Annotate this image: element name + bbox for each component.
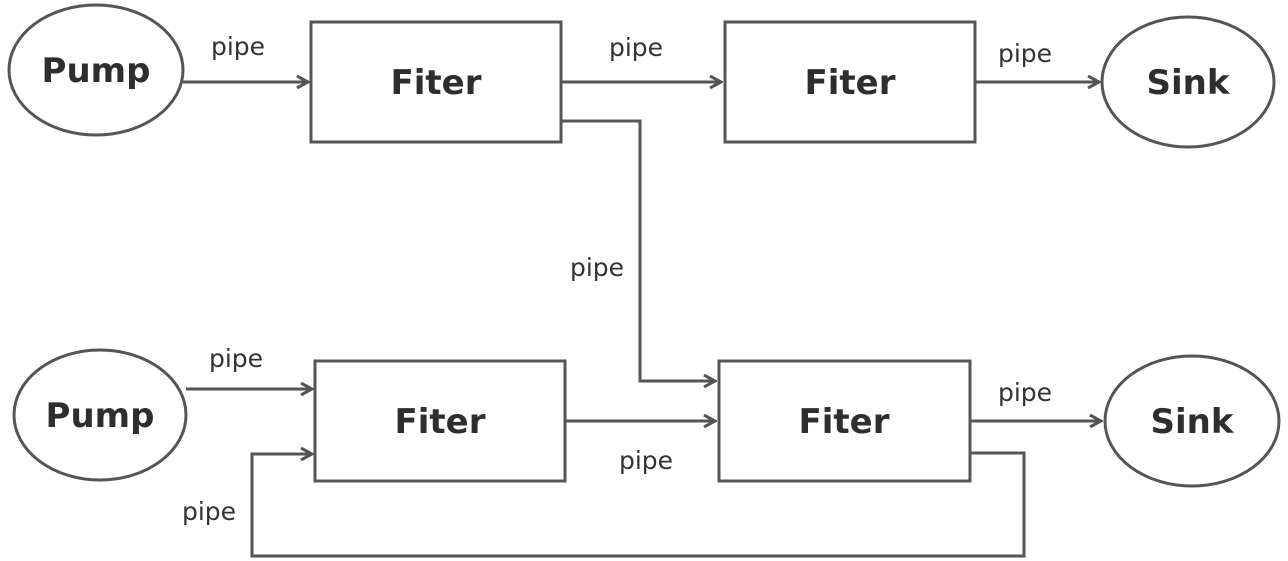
edge-label-pump-bottom-to-filter-bottom-1: pipe [209, 344, 263, 373]
edge-label-filter-bottom-2-loop-to-filter-bottom-1: pipe [182, 497, 236, 526]
node-filter-bottom-1: Fiter [313, 359, 567, 483]
node-label-sink-top: Sink [1147, 63, 1231, 103]
node-label-pump-bottom: Pump [46, 396, 155, 436]
node-label-filter-top-2: Fiter [805, 63, 896, 103]
node-filter-top-2: Fiter [723, 20, 977, 144]
node-label-sink-bottom: Sink [1151, 402, 1235, 442]
edge-label-filter-top-1-to-filter-top-2: pipe [609, 33, 663, 62]
edge-label-filter-bottom-1-to-filter-bottom-2: pipe [619, 446, 673, 475]
node-pump-bottom: Pump [12, 348, 188, 482]
edge-filter-top-1-to-filter-bottom-2 [561, 119, 715, 381]
node-filter-top-1: Fiter [309, 20, 563, 144]
node-label-filter-bottom-2: Fiter [799, 402, 890, 442]
node-sink-bottom: Sink [1103, 354, 1281, 488]
edge-filter-bottom-2-loop-to-filter-bottom-1 [250, 453, 1026, 558]
node-sink-top: Sink [1100, 15, 1276, 149]
edge-label-filter-top-1-to-filter-bottom-2: pipe [570, 253, 624, 282]
node-label-pump-top: Pump [42, 51, 151, 91]
node-label-filter-bottom-1: Fiter [395, 402, 486, 442]
edge-label-filter-top-2-to-sink-top: pipe [998, 39, 1052, 68]
node-filter-bottom-2: Fiter [717, 359, 972, 483]
node-label-filter-top-1: Fiter [391, 63, 482, 103]
node-pump-top: Pump [7, 3, 185, 137]
edge-label-filter-bottom-2-to-sink-bottom: pipe [998, 378, 1052, 407]
edge-label-pump-top-to-filter-top-1: pipe [211, 32, 265, 61]
